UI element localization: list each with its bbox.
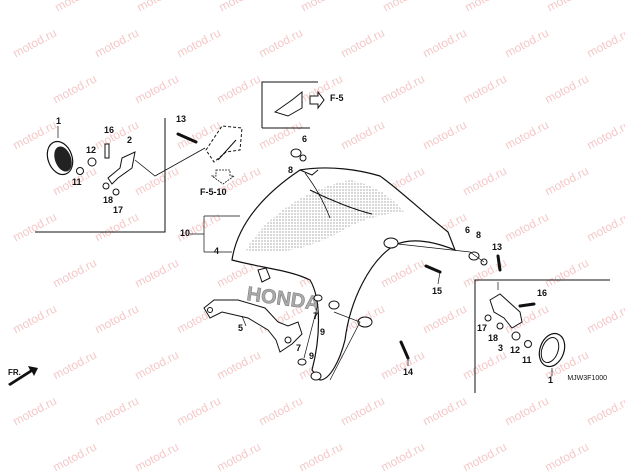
callout-4: 4 bbox=[214, 247, 219, 256]
ref-f510: F-5-10 bbox=[200, 187, 227, 197]
callout-5: 5 bbox=[238, 324, 243, 333]
left-group-frame bbox=[35, 118, 165, 232]
bolt-13-right bbox=[498, 256, 500, 270]
bolt-14 bbox=[401, 342, 408, 358]
callout-7-lower: 7 bbox=[296, 344, 301, 353]
callout-10: 10 bbox=[180, 229, 190, 238]
callout-6-right: 6 bbox=[465, 226, 470, 235]
callout-1-right: 1 bbox=[548, 376, 553, 385]
callout-9-lower: 9 bbox=[309, 352, 314, 361]
callout-11-left: 11 bbox=[72, 178, 82, 187]
callout-8-upper: 8 bbox=[288, 166, 293, 175]
callout-7-upper: 7 bbox=[313, 312, 318, 321]
callout-3: 3 bbox=[498, 344, 503, 353]
grommet-8-right bbox=[469, 252, 479, 260]
callout-1-left: 1 bbox=[56, 117, 61, 126]
bolt-16-left bbox=[105, 144, 109, 158]
bolt-13-upper bbox=[178, 134, 196, 142]
washer-18-left bbox=[103, 183, 109, 189]
grommet-8-top bbox=[291, 149, 301, 157]
callout-8-right: 8 bbox=[476, 231, 481, 240]
nut-11-right bbox=[525, 341, 532, 348]
collar-12-right bbox=[512, 332, 520, 340]
grommet-9-upper bbox=[329, 301, 339, 309]
washer-17-left bbox=[113, 189, 119, 195]
callout-17-left: 17 bbox=[113, 206, 123, 215]
callout-2: 2 bbox=[127, 136, 132, 145]
callout-12-left: 12 bbox=[86, 146, 96, 155]
reflector-stay-left bbox=[108, 152, 135, 184]
diagram-code: MJW3F1000 bbox=[567, 375, 607, 382]
callout-18-left: 18 bbox=[103, 196, 113, 205]
callout-16-left: 16 bbox=[104, 126, 114, 135]
hose-clamp-f510 bbox=[206, 126, 242, 162]
front-label: FR. bbox=[8, 368, 21, 377]
bolt-16-right bbox=[520, 304, 534, 306]
callout-11-right: 11 bbox=[522, 356, 532, 365]
ref-f5: F-5 bbox=[330, 93, 344, 103]
callout-17-right: 17 bbox=[477, 324, 487, 333]
reflector-right bbox=[535, 330, 569, 370]
washer-18-right bbox=[497, 323, 503, 329]
washer-17-right bbox=[485, 315, 491, 321]
callout-16-right: 16 bbox=[537, 289, 547, 298]
callout-18-right: 18 bbox=[488, 334, 498, 343]
reflector-left bbox=[43, 138, 77, 178]
callout-14: 14 bbox=[403, 368, 413, 377]
grommet-9-lower bbox=[311, 372, 321, 380]
nut-11-left bbox=[77, 168, 84, 175]
collar-7-upper bbox=[314, 295, 322, 301]
callout-12-right: 12 bbox=[510, 346, 520, 355]
collar-6-top bbox=[300, 155, 306, 161]
hose-clamp-f5 bbox=[275, 92, 302, 116]
front-fender bbox=[232, 168, 455, 380]
collar-12-left bbox=[88, 158, 96, 166]
reflector-stay-right bbox=[490, 294, 522, 328]
callout-15: 15 bbox=[432, 287, 442, 296]
bolt-15 bbox=[426, 266, 440, 272]
callout-9-upper: 9 bbox=[320, 328, 325, 337]
collar-7-lower bbox=[298, 359, 306, 365]
callout-13-upper: 13 bbox=[176, 115, 186, 124]
callout-6-upper: 6 bbox=[302, 135, 307, 144]
callout-13-right: 13 bbox=[492, 243, 502, 252]
